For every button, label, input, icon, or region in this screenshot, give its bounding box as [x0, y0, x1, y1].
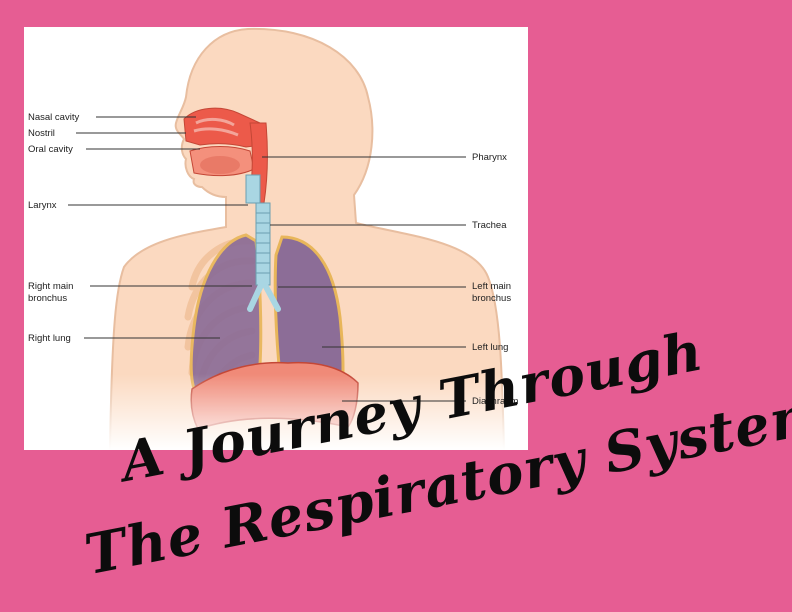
- label-left-lung: Left lung: [472, 342, 508, 353]
- label-larynx: Larynx: [28, 200, 57, 211]
- label-right-lung: Right lung: [28, 333, 71, 344]
- label-left-main-bronchus-line2: bronchus: [472, 293, 511, 304]
- label-right-main-bronchus-line2: bronchus: [28, 293, 67, 304]
- label-nostril: Nostril: [28, 128, 55, 139]
- label-left-main-bronchus-line1: Left main: [472, 281, 511, 292]
- label-oral-cavity: Oral cavity: [28, 144, 73, 155]
- label-trachea: Trachea: [472, 220, 507, 231]
- label-right-main-bronchus-line1: Right main: [28, 281, 73, 292]
- label-pharynx: Pharynx: [472, 152, 507, 163]
- label-nasal-cavity: Nasal cavity: [28, 112, 79, 123]
